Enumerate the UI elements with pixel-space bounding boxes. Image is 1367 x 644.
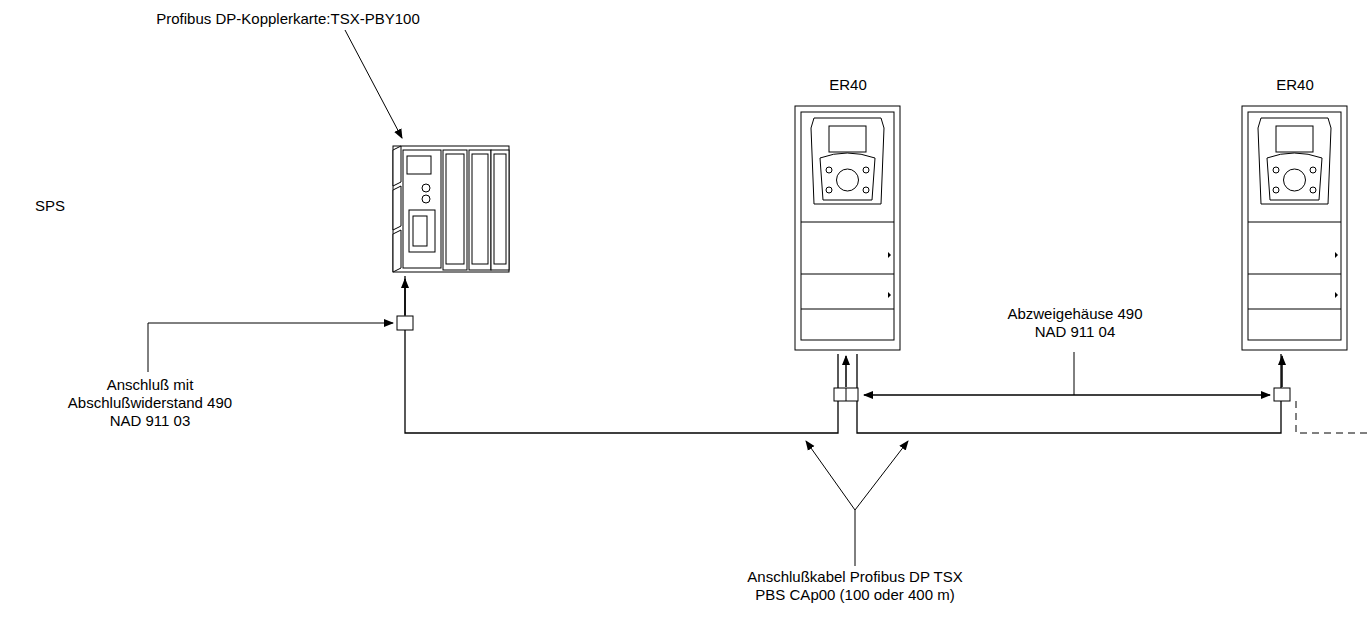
key	[826, 167, 832, 173]
plc-module	[469, 150, 491, 270]
plc-card-slot	[409, 210, 435, 252]
leader-line	[855, 441, 908, 510]
panel-line	[801, 274, 894, 275]
bus-continuation	[1296, 401, 1367, 433]
device-title: ER40	[1237, 72, 1353, 94]
plug-arrow	[1281, 356, 1283, 387]
plc-coupler-card	[443, 150, 467, 270]
leader-line	[806, 441, 855, 510]
branch-box-label: Abzweigehäuse 490 NAD 911 04	[1000, 305, 1150, 341]
panel-line	[1248, 309, 1341, 310]
plc-button	[422, 184, 430, 192]
connector-divider	[846, 388, 847, 401]
plc-power-supply	[403, 150, 441, 268]
jog-dial	[837, 169, 859, 191]
drive-front	[801, 112, 894, 340]
plc-led-panel	[407, 156, 431, 174]
plc-card-front	[472, 154, 488, 264]
drive-housing	[1242, 106, 1347, 350]
panel-mark	[888, 252, 891, 258]
unit-label: SPS	[35, 197, 65, 215]
keypad-frame	[1258, 118, 1331, 204]
drive-unit: ER40	[790, 72, 906, 354]
jog-dial	[1284, 169, 1306, 191]
terminator-label: Anschluß mit Abschlußwiderstand 490 NAD …	[60, 376, 240, 430]
drive-illustration	[1239, 104, 1350, 352]
drive-illustration	[792, 104, 903, 352]
drive-unit: ER40	[1237, 72, 1353, 354]
drive-display	[1276, 126, 1313, 152]
leader-line	[1074, 394, 1270, 396]
plc-card-front	[494, 154, 506, 264]
device-title: ER40	[790, 72, 906, 94]
keypad-area	[820, 153, 875, 200]
key	[1273, 167, 1279, 173]
key	[826, 187, 832, 193]
key	[1310, 167, 1316, 173]
plc-card-front	[446, 154, 464, 264]
leader-line	[148, 323, 393, 372]
bus-cable	[857, 354, 1281, 433]
key	[863, 187, 869, 193]
plc-module	[491, 150, 509, 270]
drive-display	[829, 126, 866, 152]
leader-line	[855, 510, 856, 566]
panel-mark	[1335, 292, 1338, 298]
panel-mark	[888, 292, 891, 298]
key	[1310, 187, 1316, 193]
key	[863, 167, 869, 173]
plc-unit: SPS	[28, 140, 518, 276]
panel-line	[1248, 274, 1341, 275]
connector-plug	[397, 316, 413, 330]
plc-card	[413, 216, 427, 246]
plc-rack	[393, 146, 509, 272]
coupler-card-label: Profibus DP-Kopplerkarte:TSX-PBY100	[138, 10, 438, 28]
plc-illustration	[391, 142, 516, 276]
keypad-area	[1267, 153, 1322, 200]
panel-line	[801, 222, 894, 223]
plc-side-tabs	[393, 146, 401, 272]
key	[1273, 187, 1279, 193]
keypad-frame	[811, 118, 884, 204]
leader-line	[1074, 352, 1075, 395]
panel-mark	[1335, 252, 1338, 258]
connector-plug	[1274, 388, 1290, 401]
bus-cable	[405, 276, 838, 433]
panel-line	[801, 309, 894, 310]
cable-label: Anschlußkabel Profibus DP TSX PBS CAp00 …	[745, 568, 965, 604]
leader-line	[864, 394, 1074, 396]
plug-arrow	[845, 356, 847, 387]
panel-line	[1248, 222, 1341, 223]
plug-arrow	[404, 279, 406, 315]
leader-line	[345, 30, 402, 138]
connector-plug	[834, 388, 858, 401]
drive-housing	[795, 106, 900, 350]
drive-front	[1248, 112, 1341, 340]
plc-button	[422, 195, 430, 203]
